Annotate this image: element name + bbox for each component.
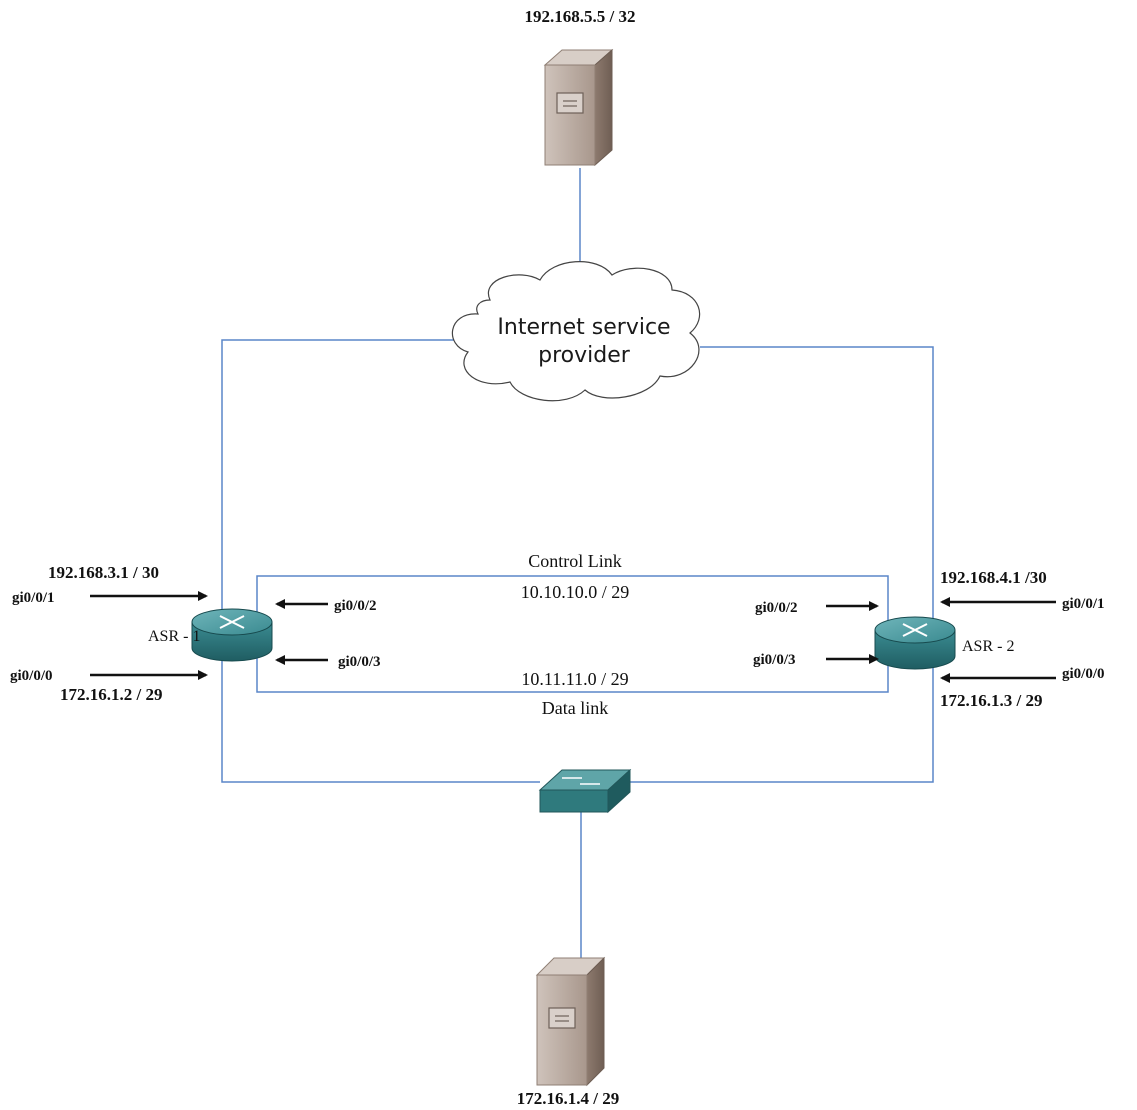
asr2-ip-top: 192.168.4.1 /30 [940,568,1047,587]
asr1-name: ASR - 1 [148,628,200,645]
server-tower-icon [535,956,606,1087]
asr1-port-bottom: gi0/0/0 [10,668,53,684]
asr1-port-data: gi0/0/3 [338,654,381,670]
asr1-ip-top: 192.168.3.1 / 30 [48,563,159,582]
asr2-port-top: gi0/0/1 [1062,596,1105,612]
asr2-port-bottom: gi0/0/0 [1062,666,1105,682]
server-bottom[interactable]: 172.16.1.4 / 29 [517,956,619,1108]
switch-icon [538,768,632,814]
control-link-label: Control Link [528,551,622,571]
switch[interactable] [538,768,632,814]
asr2-ip-bottom: 172.16.1.3 / 29 [940,691,1042,710]
data-link-subnet: 10.11.11.0 / 29 [521,669,628,689]
router-icon [874,616,956,670]
isp-to-asr2-link [630,346,934,783]
asr1-port-ctrl: gi0/0/2 [334,598,377,614]
cloud-icon [451,261,701,402]
asr1-ip-bottom: 172.16.1.2 / 29 [60,685,162,704]
asr2-port-ctrl: gi0/0/2 [755,600,798,616]
isp-cloud[interactable]: Internet service provider [451,261,701,402]
asr1-router[interactable]: ASR - 1 [148,608,273,662]
asr1-port-top: gi0/0/1 [12,590,55,606]
isp-label-line2: provider [538,343,631,368]
isp-label-line1: Internet service [497,315,670,340]
data-link-label: Data link [542,698,608,718]
server-bottom-ip: 172.16.1.4 / 29 [517,1089,619,1108]
server-top-ip: 192.168.5.5 / 32 [525,7,636,26]
server-top[interactable]: 192.168.5.5 / 32 [525,7,636,167]
server-tower-icon [543,48,614,167]
control-link-subnet: 10.10.10.0 / 29 [521,582,630,602]
router-icon [191,608,273,662]
asr2-port-data: gi0/0/3 [753,652,796,668]
isp-to-asr1-link [221,339,540,783]
asr2-router[interactable]: ASR - 2 [874,616,1014,670]
asr2-name: ASR - 2 [962,638,1014,655]
